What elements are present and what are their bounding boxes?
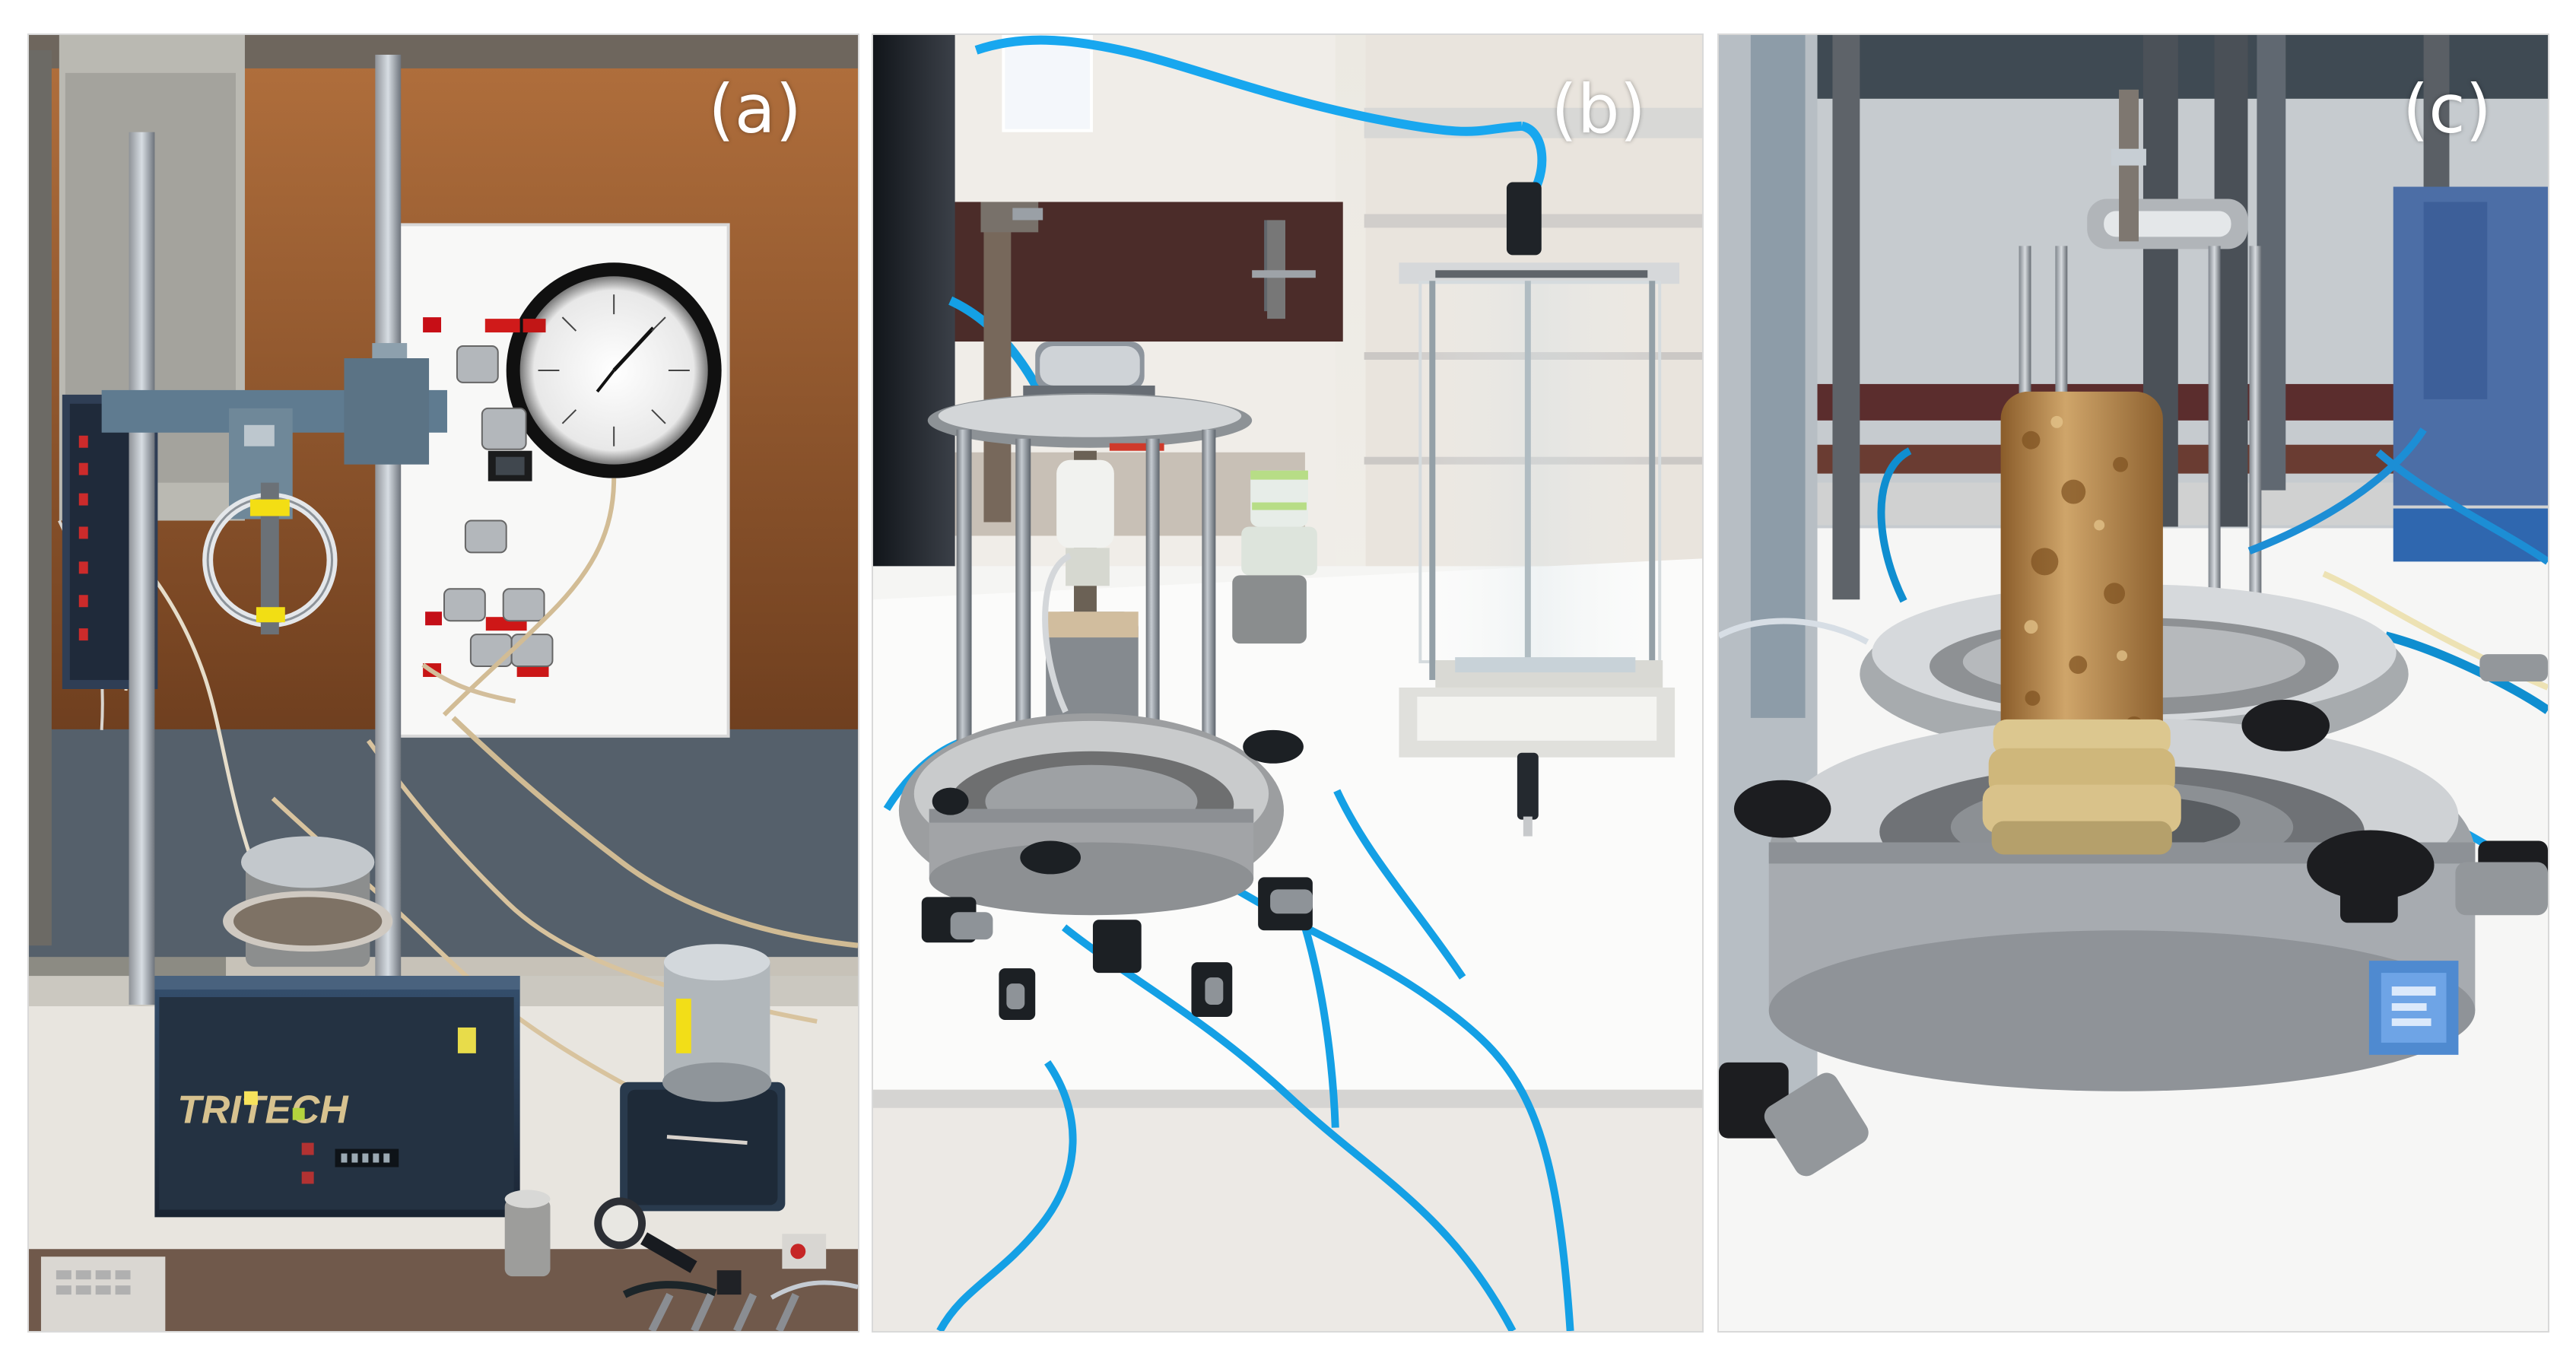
panel-b-image bbox=[873, 35, 1702, 1331]
panel-a-photo: TRITECH bbox=[27, 33, 859, 1333]
tritech-brand-text: TRITECH bbox=[177, 1088, 349, 1132]
panel-c-image bbox=[1719, 35, 2548, 1331]
panel-c-photo: (c) bbox=[1717, 33, 2549, 1333]
panel-b-photo: (b) bbox=[872, 33, 1704, 1333]
panel-a-image: TRITECH bbox=[29, 35, 858, 1331]
